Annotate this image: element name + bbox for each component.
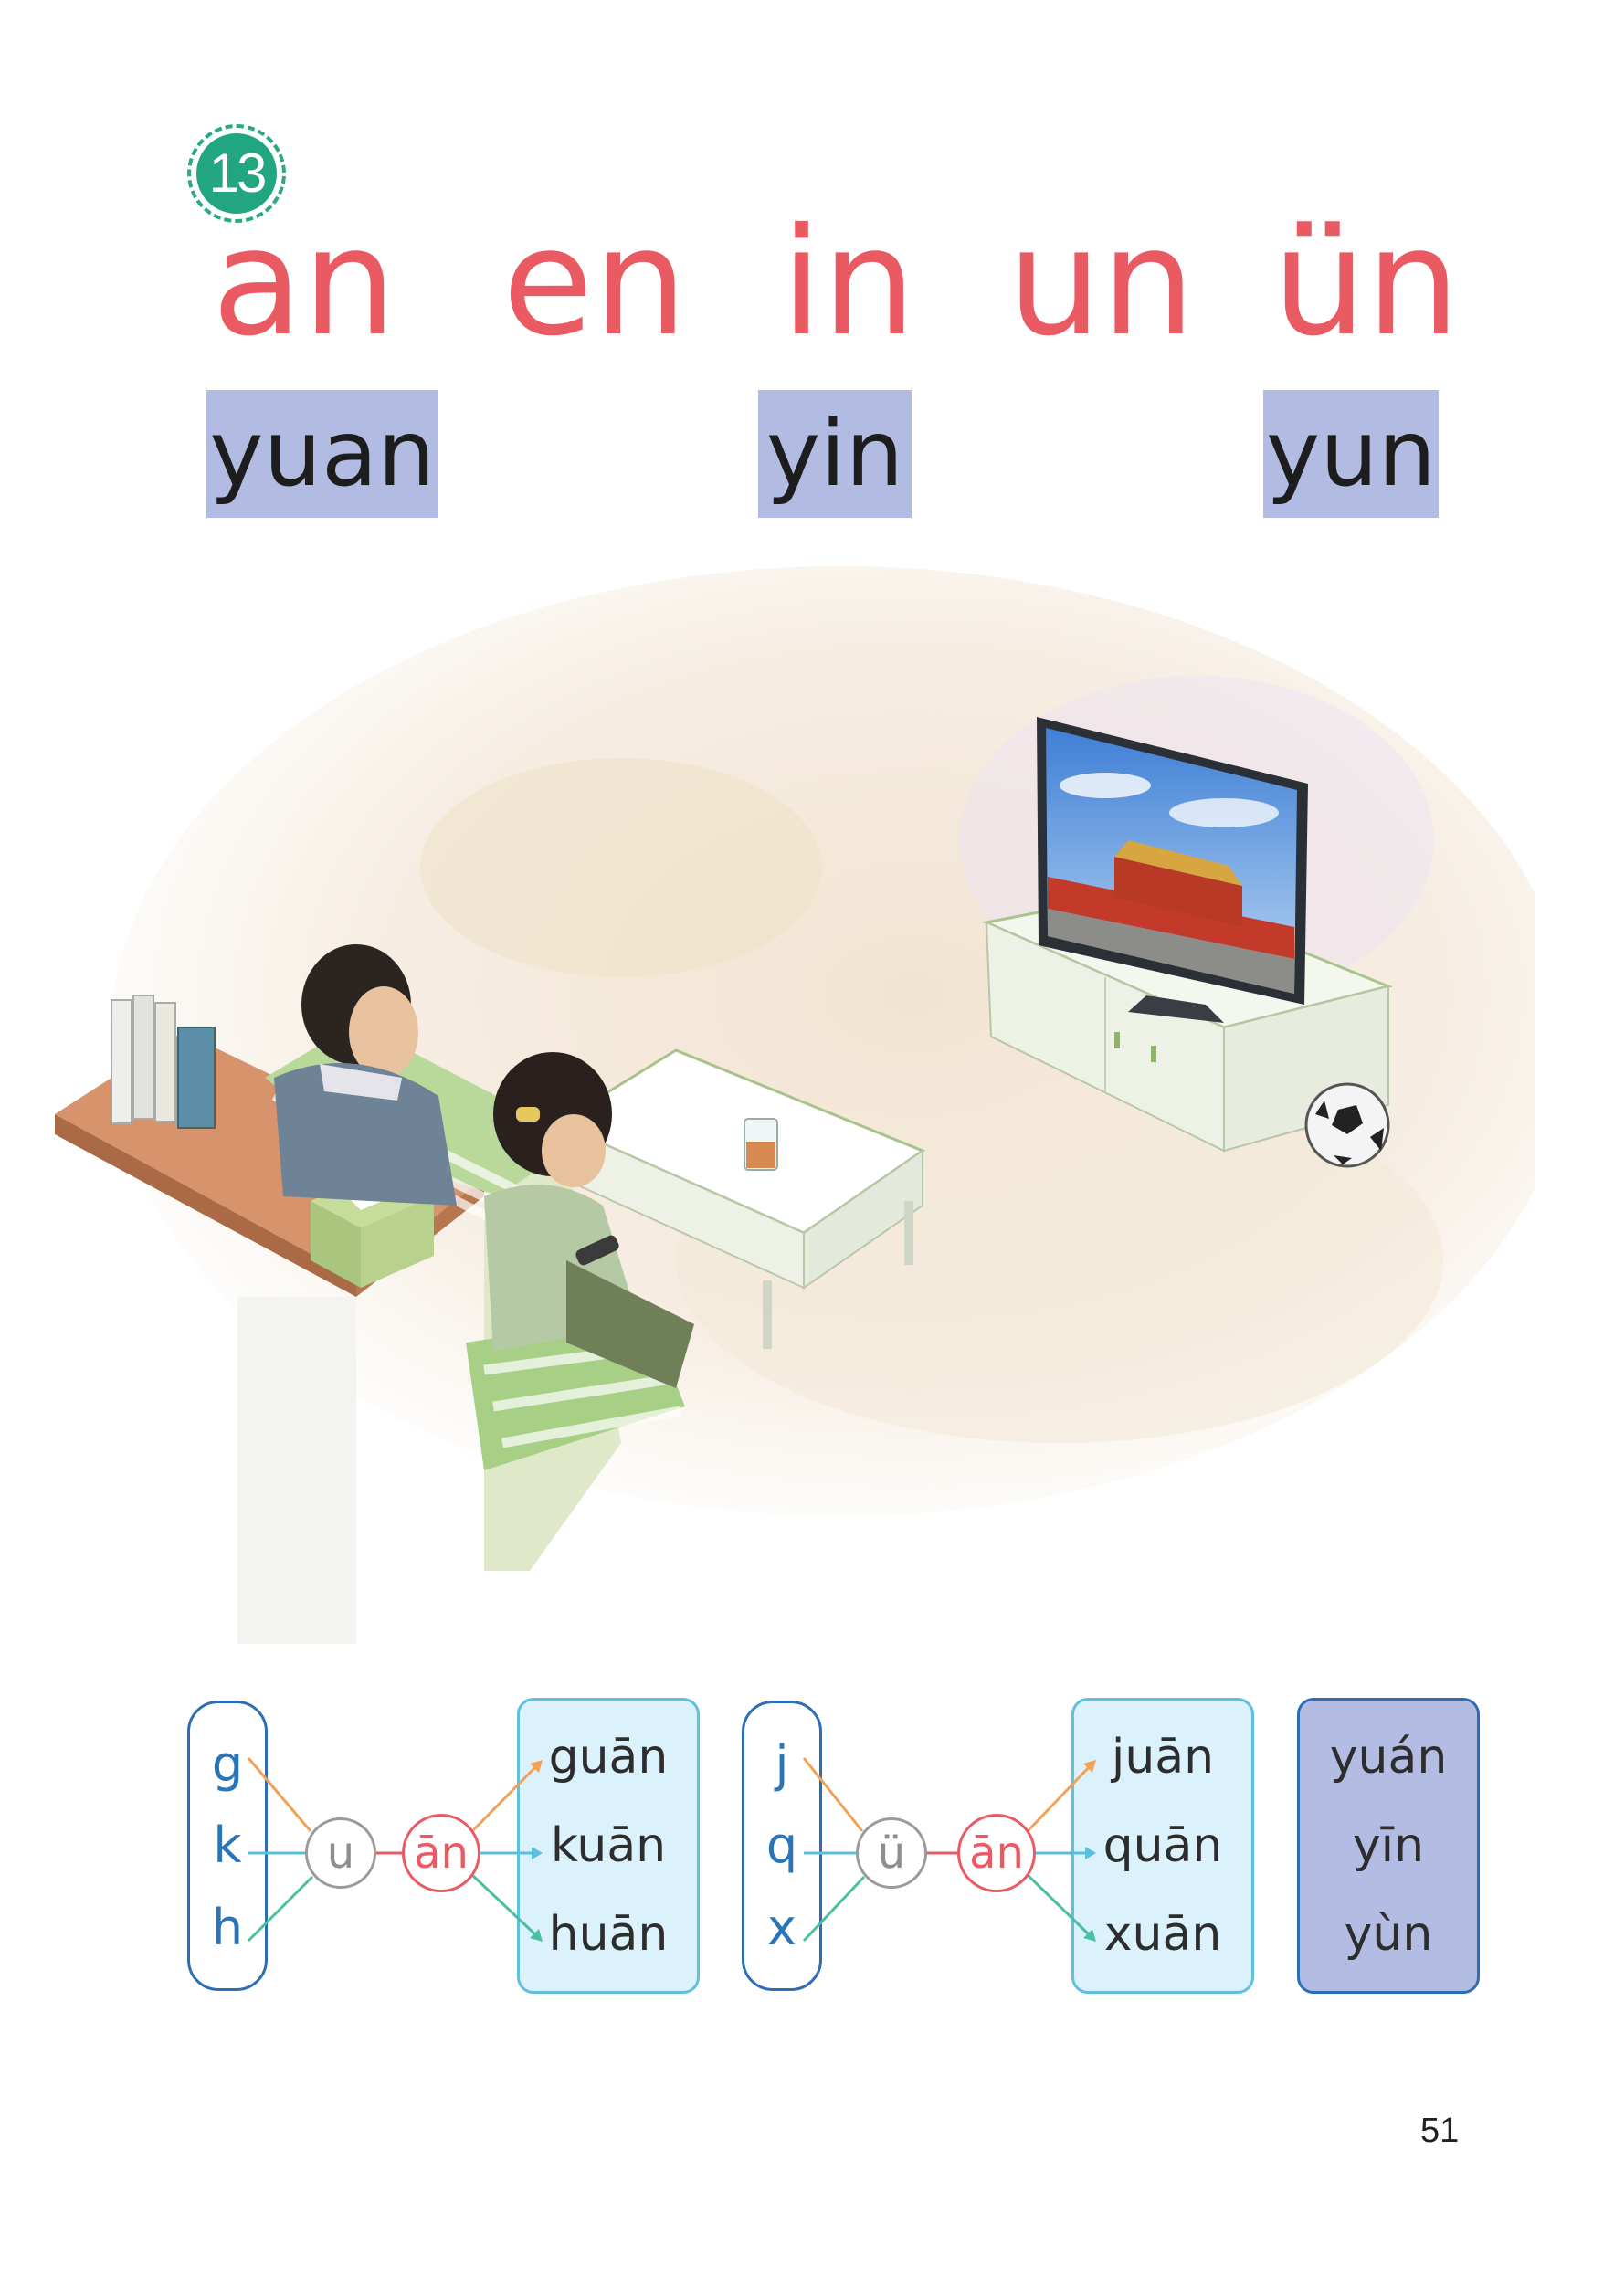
soccer-ball	[1304, 1082, 1390, 1168]
initial-x: x	[767, 1898, 796, 1956]
whole-syllable-tones-box: yuán yīn yùn	[1297, 1698, 1480, 1994]
medial-ü-circle: ü	[856, 1817, 927, 1889]
result-juan: juān	[1111, 1730, 1215, 1785]
final-in: in	[781, 197, 916, 369]
father-figure	[274, 944, 457, 1206]
results-box-1: guān kuān huān	[517, 1698, 700, 1994]
living-room-illustration	[55, 566, 1535, 1644]
result-xuan: xuān	[1103, 1906, 1222, 1962]
initial-q: q	[765, 1817, 798, 1875]
books	[111, 995, 216, 1129]
final-an-tone-1: ān	[414, 1827, 469, 1879]
whole-syllable-yin: yin	[758, 390, 912, 518]
final-an-tone-2: ān	[969, 1827, 1024, 1879]
final-an-circle-2: ān	[957, 1814, 1036, 1892]
initial-g: g	[211, 1735, 244, 1794]
final-an: an	[212, 197, 396, 369]
coffee-table	[554, 1048, 926, 1349]
whole-syllable-yun: yun	[1263, 390, 1439, 518]
result-huan: huān	[548, 1906, 669, 1962]
result-guan: guān	[548, 1730, 669, 1785]
initial-k: k	[213, 1817, 242, 1875]
whole-syllable-yuan: yuan	[206, 390, 438, 518]
initials-group-jqx: j q x	[742, 1701, 822, 1991]
glass-of-juice	[744, 1118, 778, 1171]
page-number: 51	[1420, 2112, 1460, 2150]
tone-yin: yīn	[1352, 1817, 1425, 1873]
initial-h: h	[211, 1898, 244, 1956]
initials-group-gkh: g k h	[187, 1701, 268, 1991]
tone-yuan: yuán	[1329, 1730, 1448, 1785]
result-quan: quān	[1102, 1817, 1223, 1873]
final-an-circle-1: ān	[402, 1814, 480, 1892]
final-ün: ün	[1272, 197, 1461, 369]
results-box-2: juān quān xuān	[1071, 1698, 1254, 1994]
television	[1037, 717, 1308, 1023]
final-un: un	[1007, 197, 1196, 369]
child-figure	[484, 1052, 694, 1388]
medial-u-circle: u	[305, 1817, 376, 1889]
medial-ü: ü	[877, 1827, 906, 1879]
lesson-number: 13	[196, 133, 277, 214]
result-kuan: kuān	[550, 1817, 667, 1873]
tone-yun: yùn	[1344, 1906, 1433, 1962]
medial-u: u	[326, 1827, 355, 1879]
final-en: en	[502, 197, 688, 369]
lesson-number-badge: 13	[187, 124, 286, 223]
initial-j: j	[775, 1735, 789, 1794]
